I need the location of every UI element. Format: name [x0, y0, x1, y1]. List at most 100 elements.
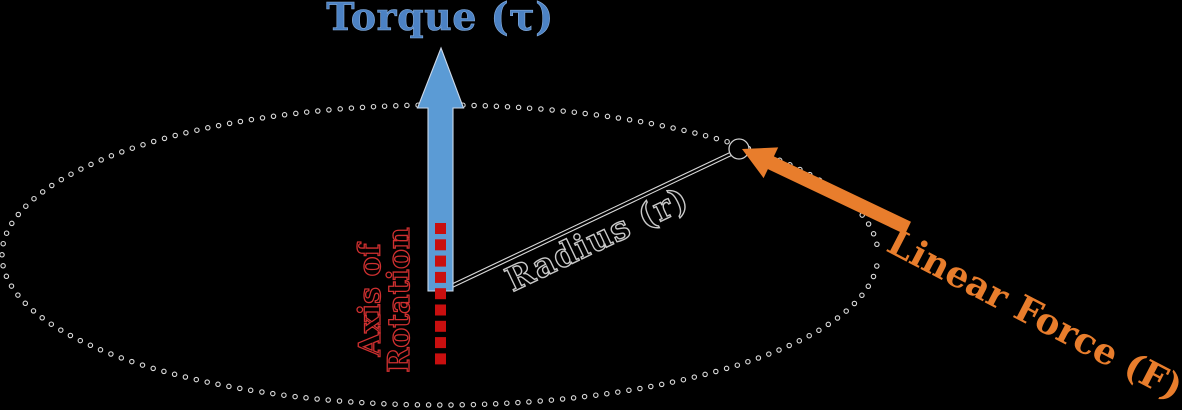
ellipse-dot: [359, 104, 366, 111]
ellipse-dot: [604, 113, 611, 120]
ellipse-dot: [825, 321, 832, 328]
ellipse-dot: [119, 149, 125, 155]
ellipse-dot: [98, 157, 104, 163]
axis-dash: [435, 271, 446, 283]
ellipse-dot: [23, 203, 29, 209]
ellipse-dot: [3, 273, 10, 280]
ellipse-dot: [680, 376, 687, 383]
ellipse-dot: [150, 138, 157, 145]
ellipse-dot: [49, 182, 55, 189]
ellipse-dot: [786, 342, 792, 349]
ellipse-dot: [281, 112, 288, 118]
ellipse-dot: [548, 397, 555, 403]
ellipse-dot: [492, 401, 499, 407]
ellipse-dot: [515, 399, 521, 406]
ellipse-dot: [870, 231, 877, 237]
ellipse-dot: [8, 283, 15, 289]
ellipse-dot: [414, 402, 421, 408]
ellipse-dot: [538, 106, 544, 112]
ellipse-dot: [292, 393, 298, 400]
ellipse-dot: [129, 358, 135, 365]
ellipse-dot: [604, 390, 610, 397]
ellipse-dot: [745, 358, 751, 365]
ellipse-dot: [593, 392, 599, 398]
ellipse-dot: [571, 109, 578, 115]
ellipse-dot: [205, 125, 211, 131]
ellipse-dot: [681, 127, 687, 134]
ellipse-dot: [172, 132, 178, 139]
ellipse-dot: [713, 135, 720, 142]
ellipse-dot: [796, 338, 803, 344]
ellipse-dot: [504, 400, 510, 406]
ellipse-dot: [393, 103, 399, 109]
ellipse-dot: [570, 395, 577, 401]
ellipse-dot: [0, 263, 6, 269]
ellipse-dot: [843, 308, 849, 314]
ellipse-dot: [0, 240, 6, 247]
ellipse-dot: [865, 221, 872, 227]
ellipse-dot: [215, 381, 221, 388]
ellipse-dot: [108, 153, 115, 159]
ellipse-dot: [648, 383, 654, 390]
ellipse-dot: [526, 105, 533, 111]
ellipse-dot: [669, 379, 676, 385]
axis-dash: [435, 255, 446, 267]
ellipse-dot: [615, 389, 621, 395]
ellipse-dot: [404, 102, 410, 109]
ellipse-dot: [68, 171, 74, 177]
ellipse-dot: [691, 374, 698, 380]
ellipse-dot: [870, 273, 877, 280]
ellipse-dot: [482, 103, 489, 109]
ellipse-dot: [834, 315, 841, 321]
axis-label-line2: Rotation: [381, 227, 417, 374]
ellipse-dot: [39, 315, 45, 321]
ellipse-dot: [171, 371, 178, 378]
ellipse-dot: [437, 402, 443, 408]
ellipse-dot: [193, 376, 200, 383]
ellipse-dot: [39, 189, 46, 195]
axis-dash: [435, 320, 446, 332]
ellipse-dot: [182, 374, 189, 380]
ellipse-dot: [515, 104, 522, 111]
ellipse-dot: [58, 176, 65, 183]
ellipse-dot: [194, 127, 200, 133]
ellipse-dot: [549, 107, 555, 113]
ellipse-dot: [140, 142, 146, 148]
ellipse-dot: [504, 104, 511, 110]
ellipse-dot: [582, 110, 588, 117]
ellipse-dot: [381, 103, 388, 109]
ellipse-dot: [459, 402, 465, 408]
ellipse-dot: [108, 351, 114, 357]
axis-dash: [435, 239, 446, 251]
ellipse-dot: [270, 113, 277, 120]
ellipse-dot: [161, 368, 167, 375]
ellipse-dot: [129, 145, 136, 151]
ellipse-dot: [237, 385, 243, 392]
ellipse-dot: [325, 397, 331, 403]
ellipse-dot: [481, 401, 488, 407]
ellipse-dot: [670, 125, 676, 131]
ellipse-dot: [314, 396, 320, 402]
ellipse-dot: [581, 393, 588, 400]
ellipse-dot: [560, 108, 566, 114]
ellipse-dot: [215, 122, 222, 129]
ellipse-dot: [659, 123, 666, 129]
ellipse-dot: [58, 327, 64, 333]
axis-dash: [435, 304, 446, 316]
ellipse-dot: [31, 195, 37, 202]
ellipse-dot: [637, 118, 644, 125]
ellipse-dot: [648, 120, 655, 127]
ellipse-dot: [713, 368, 719, 375]
ellipse-dot: [493, 103, 500, 110]
ellipse-dot: [702, 132, 709, 139]
ellipse-dot: [315, 108, 321, 114]
ellipse-dot: [724, 138, 730, 145]
ellipse-dot: [226, 383, 232, 390]
ellipse-dot: [381, 401, 387, 407]
axis-dash: [435, 353, 446, 365]
ellipse-dot: [766, 351, 772, 357]
ellipse-dot: [336, 398, 343, 404]
ellipse-dot: [15, 292, 21, 298]
ellipse-dot: [0, 252, 5, 258]
ellipse-dot: [204, 379, 210, 385]
